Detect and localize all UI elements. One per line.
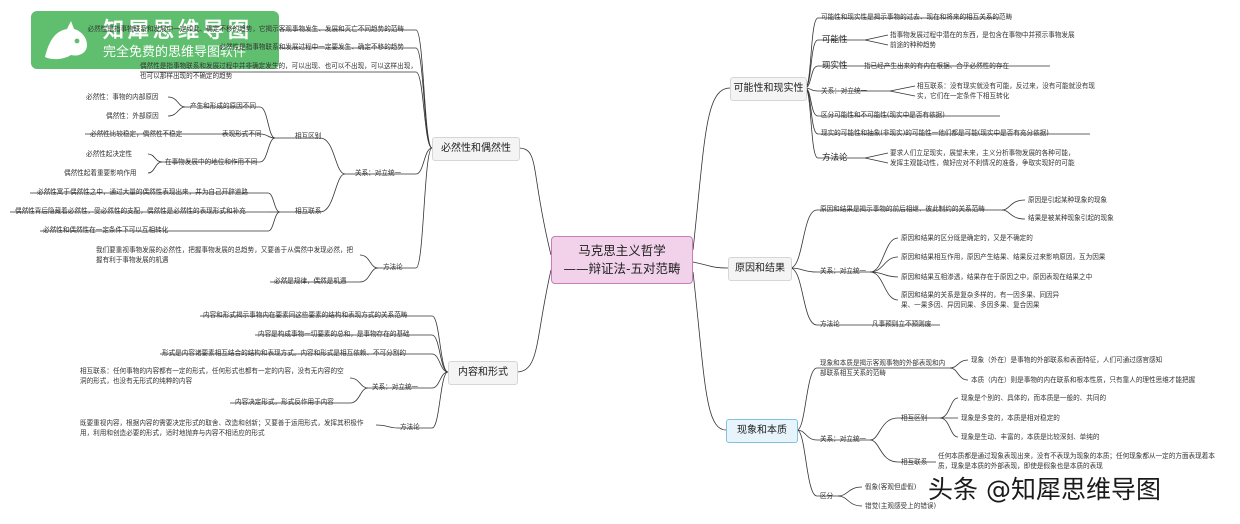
- node-text: 必然性和偶然性在一定条件下可以互相转化: [43, 226, 169, 234]
- node-label: 可能性: [822, 35, 848, 45]
- node-text: 偶然性是指事物联系和发展过程中并非确定发生的，可以出现、也可以不出现，可以这样出…: [140, 62, 417, 80]
- node-text: 可能性和现实性是揭示事物的过去、现在和将来的相互关系的范畴: [821, 13, 1013, 21]
- node-text: 内容决定形式，形式反作用于内容: [235, 398, 334, 406]
- node-text: 必然性寓于偶然性之中，通过大量的偶然性表现出来，并为自己开辟道路: [37, 188, 248, 196]
- node-label: 方法论: [383, 263, 403, 271]
- node-text: 内容和形式揭示事物内在要素同这些要素的结构和表现方式的关系范畴: [203, 311, 408, 319]
- node-text: 现象是个别的、具体的，而本质是一般的、共同的: [961, 394, 1107, 402]
- node-text: 凡事预则立不预则废: [872, 320, 932, 328]
- node-text: 要求人们立足现实，展望未来，主义分析事物发展的各种可能，发挥主观能动性，做好应对…: [890, 149, 1075, 167]
- rhino-logo-icon: [45, 21, 87, 60]
- node-text: 原因和结果是揭示事物的前后相继、彼此制约的关系范畴: [820, 205, 985, 213]
- node-text: 错觉(主观感受上的错误): [865, 502, 937, 510]
- branch-phenomenon-essence[interactable]: 现象和本质: [726, 419, 798, 443]
- node-text: 假象(客观但虚假): [865, 483, 917, 491]
- node-text: 必然性比较稳定，偶然性不稳定: [90, 130, 183, 138]
- branch-content-form[interactable]: 内容和形式: [448, 361, 518, 385]
- node-label: 在事物发展中的地位和作用不同: [165, 158, 258, 166]
- node-text: 内容是构成事物一切要素的总和，是事物存在的基础: [258, 330, 410, 338]
- node-label: 相互联系: [295, 207, 322, 215]
- center-topic-line1: 马克思主义哲学: [578, 243, 666, 258]
- node-label: 相互区别: [295, 132, 322, 140]
- node-text: 必然性是指事物联系和发展过程中一定要发生、确定不移的趋势: [219, 43, 404, 51]
- logo-subtitle: 完全免费的思维导图软件: [103, 45, 247, 60]
- node-text: 原因是引起某种现象的现象: [1028, 196, 1108, 204]
- node-label: 区分: [820, 492, 834, 500]
- node-text: 现象（外在）是事物的外部联系和表面特征，人们可通过感官感知: [971, 356, 1163, 364]
- node-label: 方法论: [822, 153, 848, 163]
- node-text: 任何本质都是通过现象表现出来，没有不表现为现象的本质；任何现象都从一定的方面表现…: [938, 452, 1215, 470]
- node-text: 相互联系：没有现实就没有可能，反过来，没有可能就没有现实，它们在一定条件下相互转…: [917, 82, 1096, 100]
- node-label: 关系：对立统一: [820, 267, 867, 275]
- center-topic-line2: ——辩证法-五对范畴: [563, 261, 681, 276]
- node-text: 结果是被某种现象引起的现象: [1028, 214, 1114, 222]
- center-topic[interactable]: 马克思主义哲学 ——辩证法-五对范畴: [551, 236, 693, 284]
- node-label: 相互联系: [901, 458, 928, 466]
- node-text: 原因和结果互相渗透，结果存在于原因之中，原因表现在结果之中: [901, 273, 1093, 281]
- branch-cause-effect[interactable]: 原因和结果: [728, 257, 792, 281]
- site-logo: 知犀思维导图 完全免费的思维导图软件: [31, 11, 279, 69]
- node-text: 本质（内在）则是事物的内在联系和根本性质，只有靠人的理性思维才能把握: [971, 376, 1196, 384]
- node-label: 现实性: [822, 61, 848, 71]
- node-text: 必然性：事物的内部原因: [86, 93, 159, 101]
- node-text: 偶然性背后隐藏着必然性，受必然性的支配，偶然性是必然性的表现形式和补充: [15, 207, 246, 215]
- node-text: 形式是内容诸要素相互结合的结构和表现方式。内容和形式是相互依赖、不可分割的: [162, 349, 406, 357]
- node-label: 方法论: [400, 423, 420, 431]
- node-text: 偶然性：外部原因: [106, 112, 159, 120]
- node-label: 产生和形成的原因不同: [190, 102, 256, 110]
- node-label: 关系：对立统一: [820, 435, 867, 443]
- node-label: 关系：对立统一: [821, 87, 868, 95]
- watermark-text: 头条 @知犀思维导图: [928, 475, 1161, 504]
- node-text: 现象是生动、丰富的，本质是比较深刻、单纯的: [961, 433, 1100, 441]
- node-label: 方法论: [820, 320, 840, 328]
- node-text: 必然性是指事物联系和发展中一定如此、确定不移的趋势，它揭示客观事物发生、发展和灭…: [87, 25, 405, 33]
- node-text: 区分可能性和不可能性(现实中是否有依据): [821, 111, 945, 119]
- node-text: 现象是多变的，本质是相对稳定的: [961, 414, 1060, 422]
- node-label: 相互区别: [901, 414, 928, 422]
- node-text: 原因和结果的关系是复杂多样的，有一因多果、同因异果、一果多因、异因同果、多因多果…: [901, 291, 1060, 309]
- node-label: 表现形式不同: [222, 130, 262, 138]
- logo-title: 知犀思维导图: [103, 18, 253, 42]
- node-text: 原因和结果相互作用，原因产生结果、结果反过来影响原因，互为因果: [901, 253, 1106, 261]
- node-text: 偶然性起着重要影响作用: [64, 169, 137, 177]
- node-text: 指事物发展过程中潜在的东西，是包含在事物中并预示事物发展前途的种种趋势: [890, 31, 1075, 49]
- node-text: 我们要重视事物发展的必然性，把握事物发展的总趋势，又要善于从偶然中发现必然，把握…: [96, 246, 354, 264]
- node-label: 关系：对立统一: [372, 383, 419, 391]
- node-text: 现象和本质是揭示客观事物的外部表现和内部联系相互关系的范畴: [820, 359, 946, 377]
- branch-necessity-contingency[interactable]: 必然性和偶然性: [432, 137, 520, 161]
- branch-possibility-reality[interactable]: 可能性和现实性: [730, 77, 807, 101]
- node-text: 现实的可能性和抽象(非现实)的可能性一他们都是可能(现实中是否有充分依据): [821, 129, 1049, 137]
- node-label: 关系：对立统一: [355, 169, 402, 177]
- node-text: 原因和结果的区分既是确定的，又是不确定的: [901, 234, 1033, 242]
- node-text: 既要重视内容，根据内容的需要决定形式的取舍、改造和创新；又要善于运用形式，发挥其…: [80, 419, 364, 437]
- node-text: 指已经产生出来的有内在根据、合乎必然性的存在: [864, 62, 1010, 70]
- node-text: 相互联系：任何事物的内容都有一定的形式，任何形式也都有一定的内容，没有无内容的空…: [80, 367, 344, 385]
- node-text: 必然是规律，偶然是机遇: [274, 277, 347, 285]
- node-text: 必然性起决定性: [86, 150, 133, 158]
